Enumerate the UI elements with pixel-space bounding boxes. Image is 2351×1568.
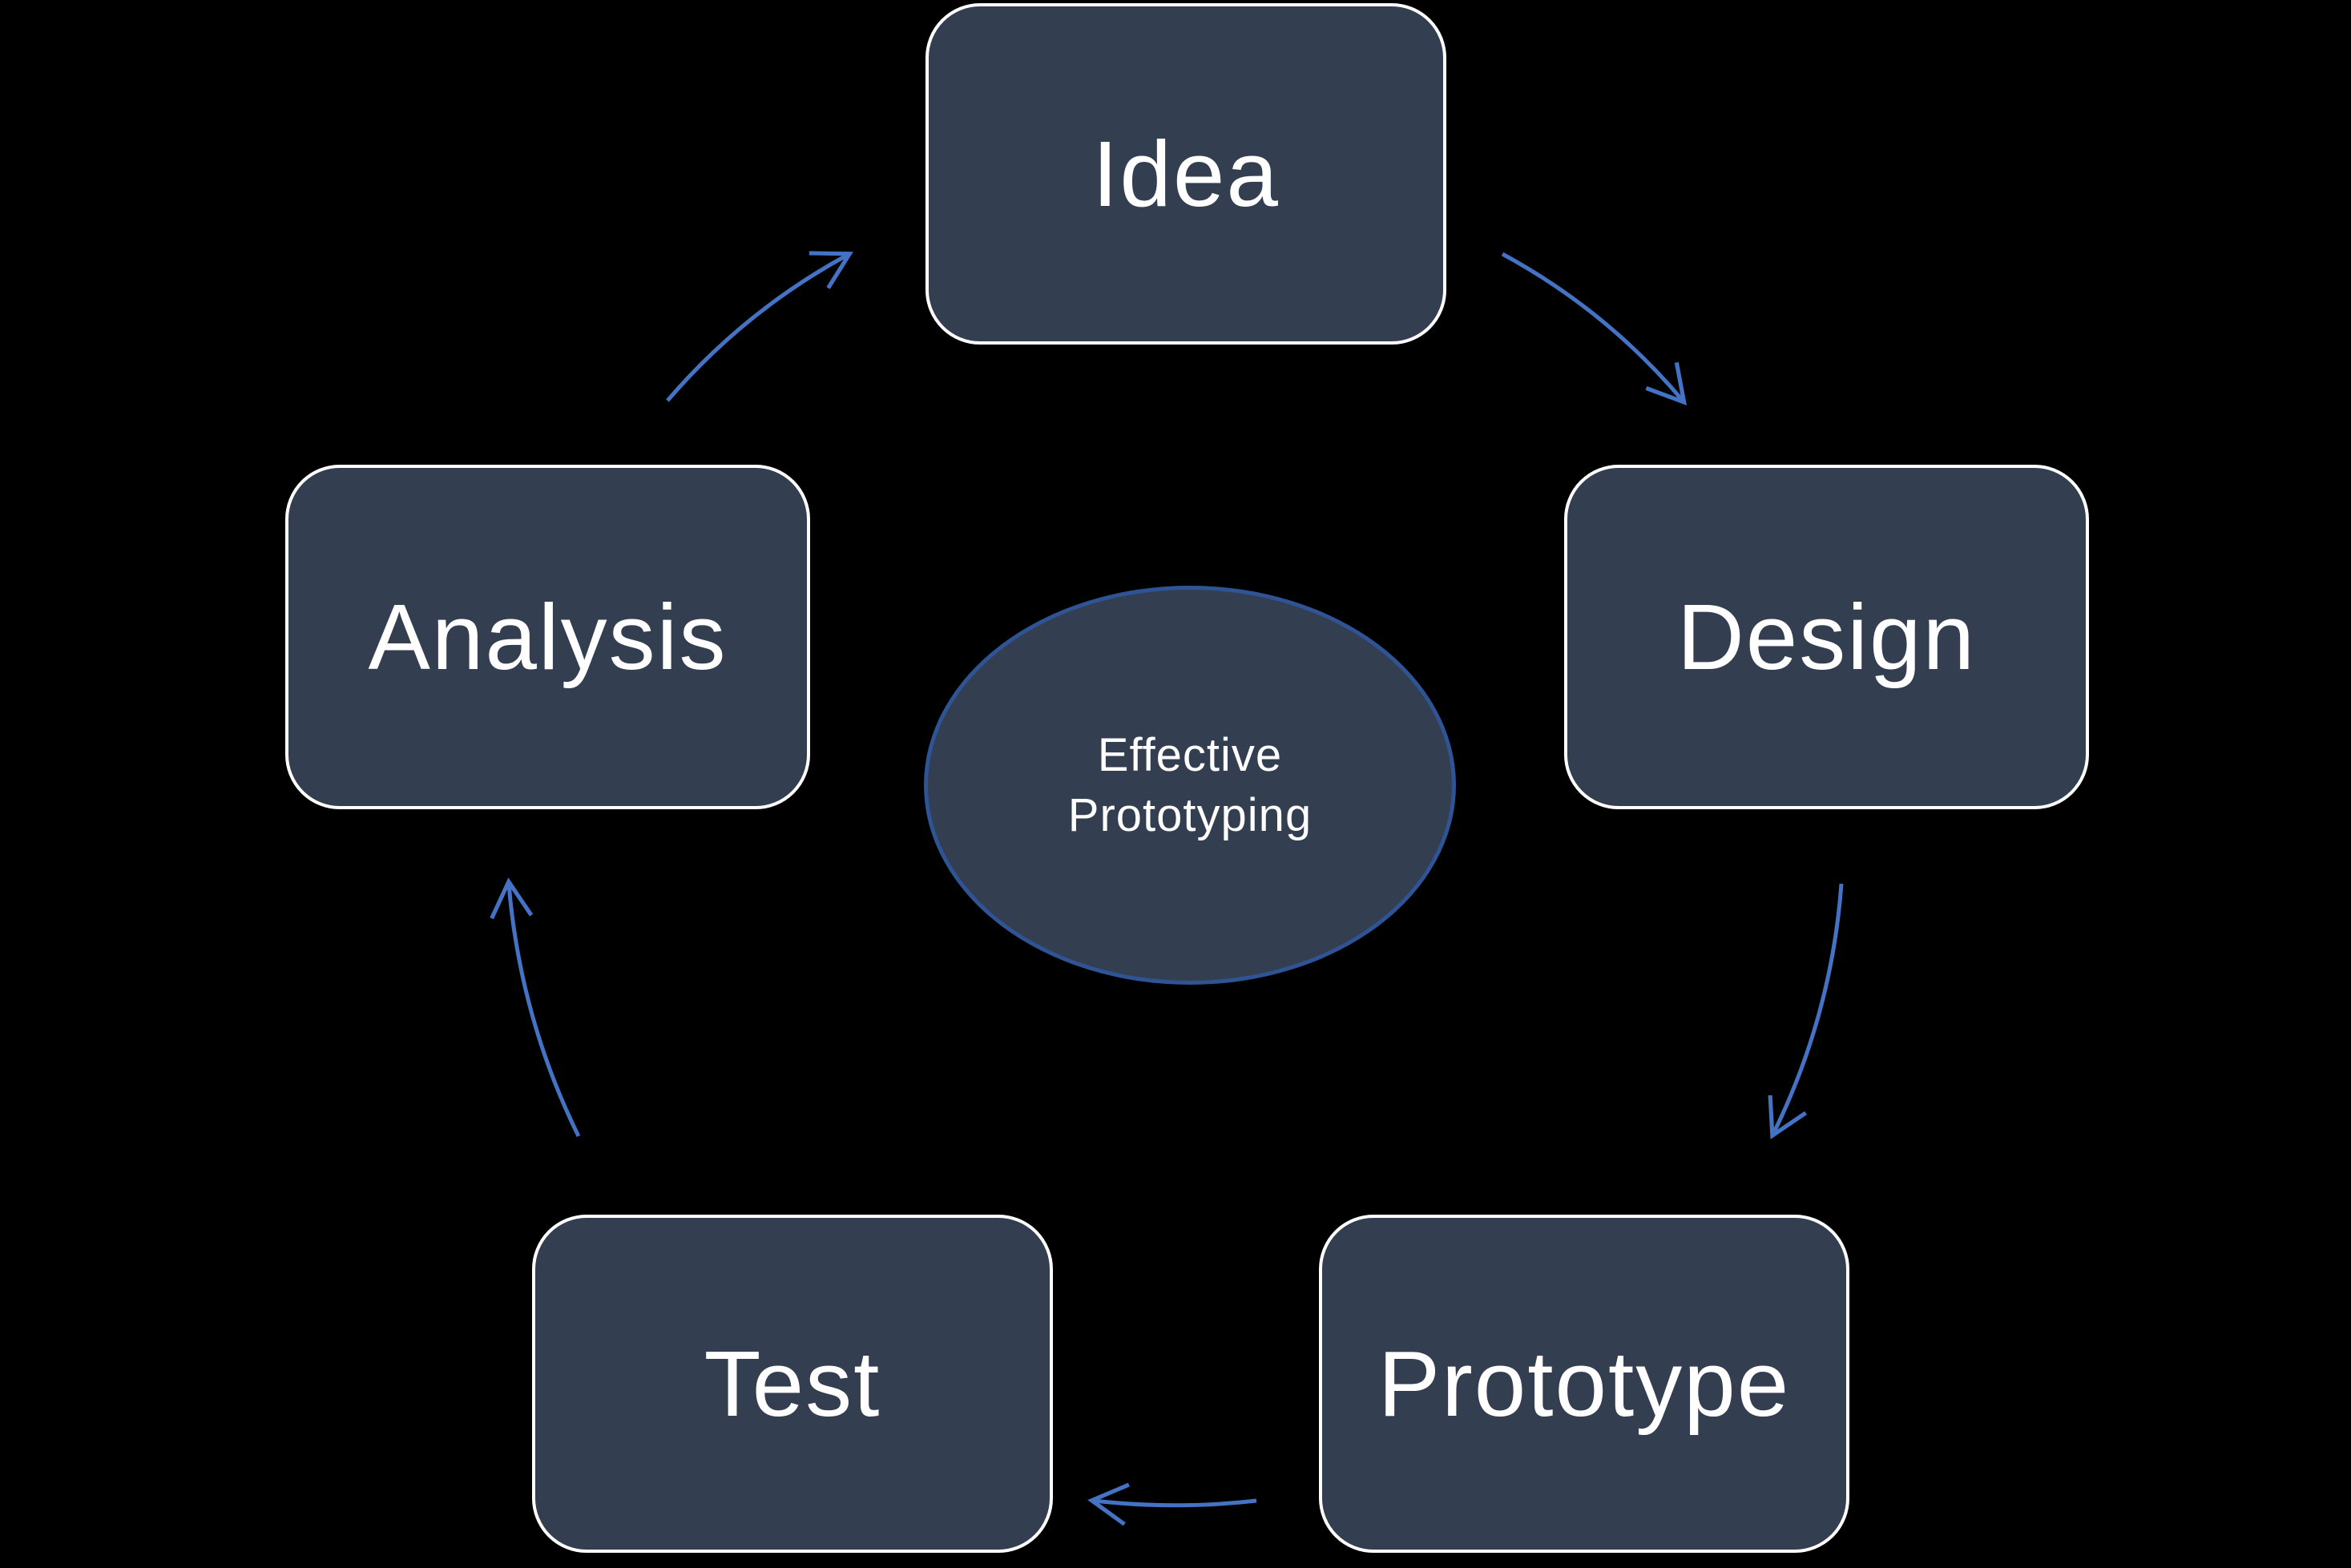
node-idea-label: Idea (1092, 122, 1280, 226)
center-ellipse: Effective Prototyping (924, 586, 1456, 985)
node-prototype-label: Prototype (1377, 1332, 1791, 1436)
node-analysis-label: Analysis (368, 585, 728, 689)
node-test: Test (532, 1215, 1053, 1553)
node-idea: Idea (925, 3, 1446, 345)
node-prototype: Prototype (1319, 1215, 1849, 1553)
arrow-test-to-analysis (490, 877, 581, 1138)
arrow-analysis-to-idea (666, 251, 853, 402)
arrow-design-to-prototype (1768, 883, 1844, 1140)
node-design: Design (1564, 465, 2089, 809)
node-design-label: Design (1676, 585, 1977, 689)
arrow-prototype-to-test (1087, 1482, 1257, 1526)
center-ellipse-label: Effective Prototyping (1067, 728, 1313, 841)
node-test-label: Test (704, 1332, 881, 1436)
arrow-idea-to-design (1501, 252, 1688, 405)
node-analysis: Analysis (285, 465, 810, 809)
